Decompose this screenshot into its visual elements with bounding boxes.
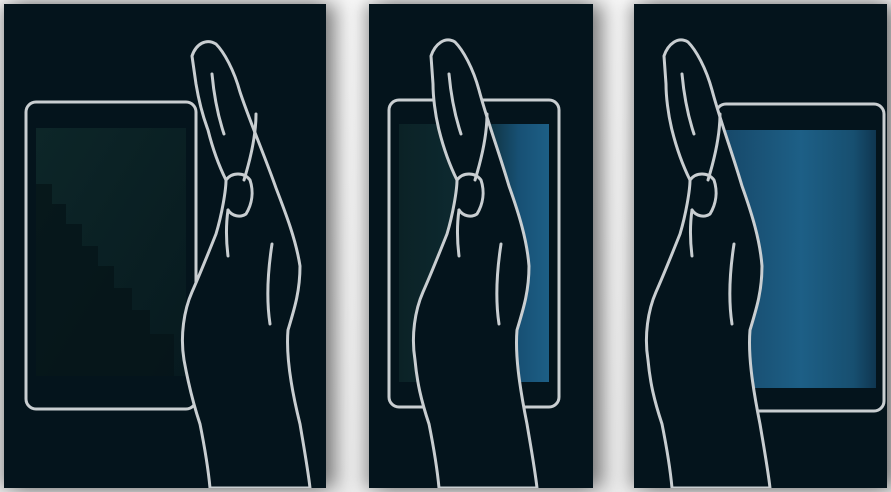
frame-1-artwork — [4, 4, 326, 488]
frame-3-screen-on — [634, 4, 887, 488]
frame-1-dark-screen — [4, 4, 326, 488]
hand-outline-icon — [182, 42, 310, 488]
frame-3-artwork — [634, 4, 887, 488]
frame-2-partial-wake — [369, 4, 593, 488]
frame-2-artwork — [369, 4, 593, 488]
phone-outline-icon — [26, 102, 196, 409]
